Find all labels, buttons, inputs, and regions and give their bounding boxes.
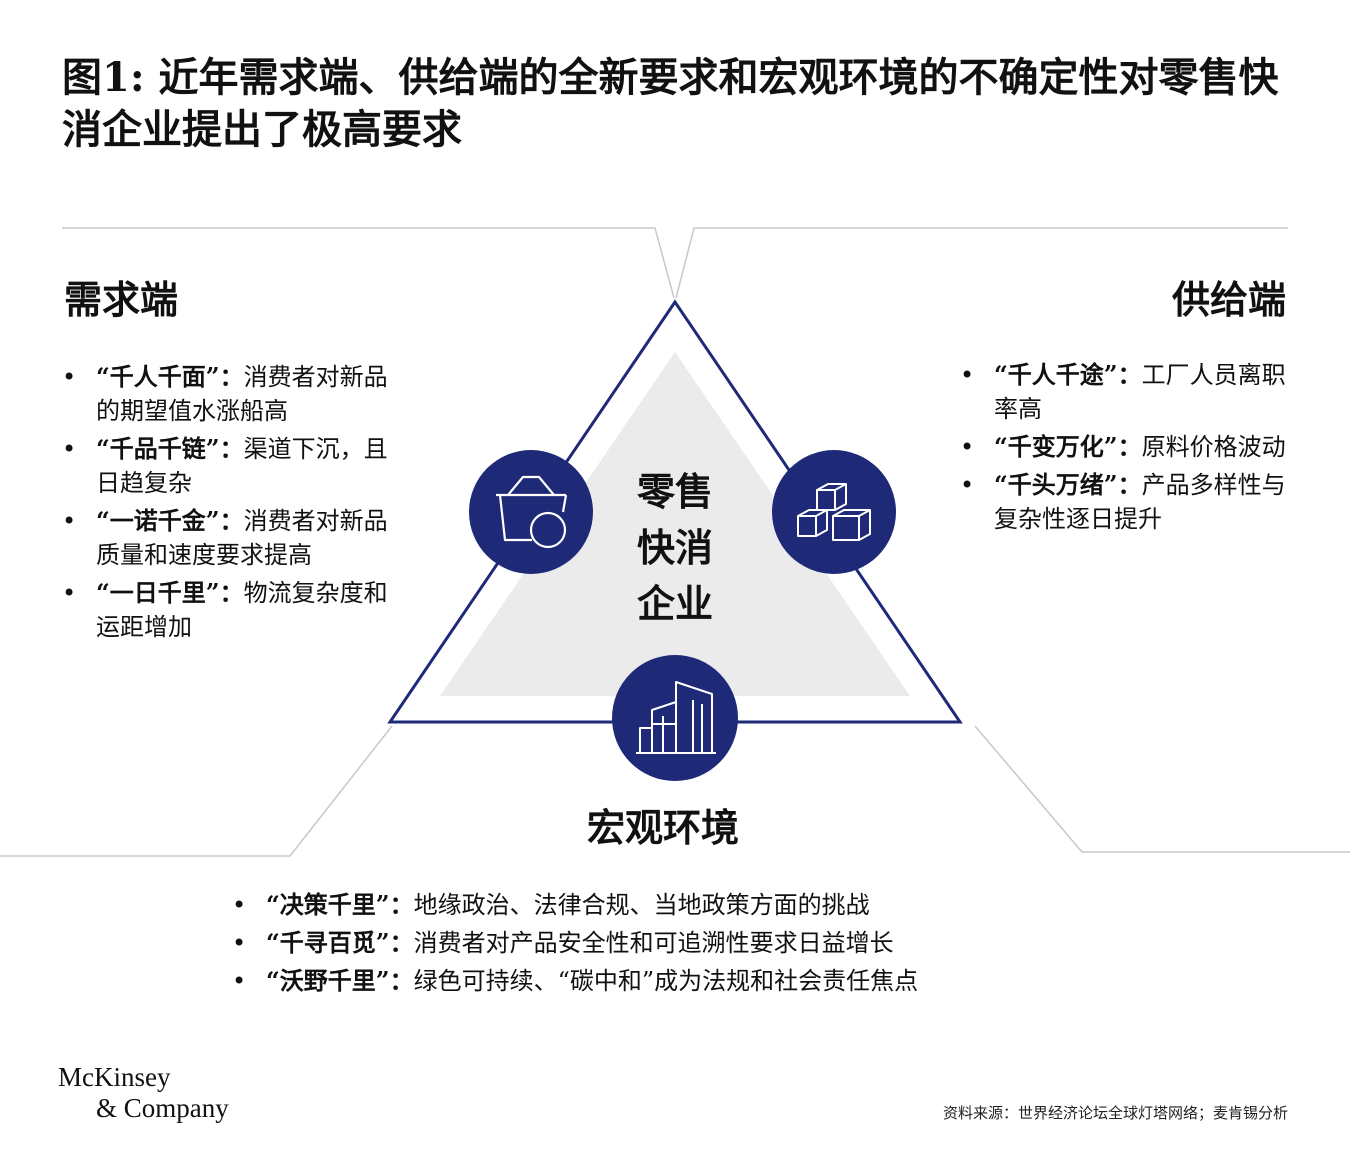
demand-list: “千人千面”：消费者对新品的期望值水涨船高 “千品千链”：渠道下沉，且日趋复杂 … xyxy=(62,360,392,648)
macro-circle xyxy=(612,655,738,781)
list-item: “千变万化”：原料价格波动 xyxy=(960,430,1290,464)
item-text: 工厂人员离职率高 xyxy=(994,361,1286,423)
item-text: 物流复杂度和运距增加 xyxy=(96,579,388,641)
logo-line-1: McKinsey xyxy=(58,1062,171,1092)
item-key: “一日千里”： xyxy=(96,578,244,607)
list-item: “千人千面”：消费者对新品的期望值水涨船高 xyxy=(62,360,392,428)
logo-line-2: & Company xyxy=(96,1093,229,1123)
center-line-2: 快消 xyxy=(636,525,713,570)
item-key: “千品千链”： xyxy=(96,434,244,463)
item-text: 消费者对新品质量和速度要求提高 xyxy=(96,507,388,569)
item-text: 消费者对新品的期望值水涨船高 xyxy=(96,363,388,425)
supply-circle xyxy=(772,450,896,574)
buildings-icon xyxy=(636,681,716,754)
item-key: “千人千面”： xyxy=(96,362,244,391)
divider-line-bottom-right xyxy=(974,725,1350,853)
item-text: 绿色可持续、“碳中和”成为法规和社会责任焦点 xyxy=(413,967,919,995)
macro-list: “决策千里”：地缘政治、法律合规、当地政策方面的挑战 “千寻百觅”：消费者对产品… xyxy=(232,888,1232,1002)
list-item: “千品千链”：渠道下沉，且日趋复杂 xyxy=(62,432,392,500)
center-line-1: 零售 xyxy=(636,469,713,514)
item-text: 原料价格波动 xyxy=(1141,433,1286,461)
source-note: 资料来源：世界经济论坛全球灯塔网络；麦肯锡分析 xyxy=(942,1104,1288,1122)
shopping-basket-icon xyxy=(496,475,568,549)
item-key: “千人千途”： xyxy=(994,360,1142,389)
item-text: 产品多样性与复杂性逐日提升 xyxy=(994,471,1286,533)
list-item: “一诺千金”：消费者对新品质量和速度要求提高 xyxy=(62,504,392,572)
list-item: “沃野千里”：绿色可持续、“碳中和”成为法规和社会责任焦点 xyxy=(232,964,1232,998)
list-item: “千寻百觅”：消费者对产品安全性和可追溯性要求日益增长 xyxy=(232,926,1232,960)
inner-gray-triangle xyxy=(440,352,910,696)
item-text: 消费者对产品安全性和可追溯性要求日益增长 xyxy=(413,929,894,957)
mckinsey-logo: McKinsey & Company xyxy=(58,1062,229,1124)
list-item: “千人千途”：工厂人员离职率高 xyxy=(960,358,1290,426)
item-key: “沃野千里”： xyxy=(266,966,414,995)
item-key: “决策千里”： xyxy=(266,890,414,919)
supply-heading: 供给端 xyxy=(1171,277,1286,322)
divider-line-top-left xyxy=(62,227,675,299)
item-key: “千变万化”： xyxy=(994,432,1142,461)
item-text: 地缘政治、法律合规、当地政策方面的挑战 xyxy=(413,891,870,919)
demand-circle xyxy=(469,450,593,574)
boxes-icon xyxy=(797,483,871,541)
item-text: 渠道下沉，且日趋复杂 xyxy=(96,435,388,497)
center-label: 零售 快消 企业 xyxy=(605,464,745,632)
macro-heading: 宏观环境 xyxy=(587,805,740,850)
list-item: “一日千里”：物流复杂度和运距增加 xyxy=(62,576,392,644)
divider-line-bottom-left xyxy=(0,725,393,857)
supply-list: “千人千途”：工厂人员离职率高 “千变万化”：原料价格波动 “千头万绪”：产品多… xyxy=(960,358,1290,540)
item-key: “千头万绪”： xyxy=(994,470,1142,499)
divider-line-top-right xyxy=(675,227,1288,299)
center-line-3: 企业 xyxy=(636,581,713,626)
item-key: “一诺千金”： xyxy=(96,506,244,535)
list-item: “千头万绪”：产品多样性与复杂性逐日提升 xyxy=(960,468,1290,536)
list-item: “决策千里”：地缘政治、法律合规、当地政策方面的挑战 xyxy=(232,888,1232,922)
demand-heading: 需求端 xyxy=(64,277,179,322)
figure-title: 图1: 近年需求端、供给端的全新要求和宏观环境的不确定性对零售快消企业提出了极高… xyxy=(62,54,1279,153)
item-key: “千寻百觅”： xyxy=(266,928,414,957)
